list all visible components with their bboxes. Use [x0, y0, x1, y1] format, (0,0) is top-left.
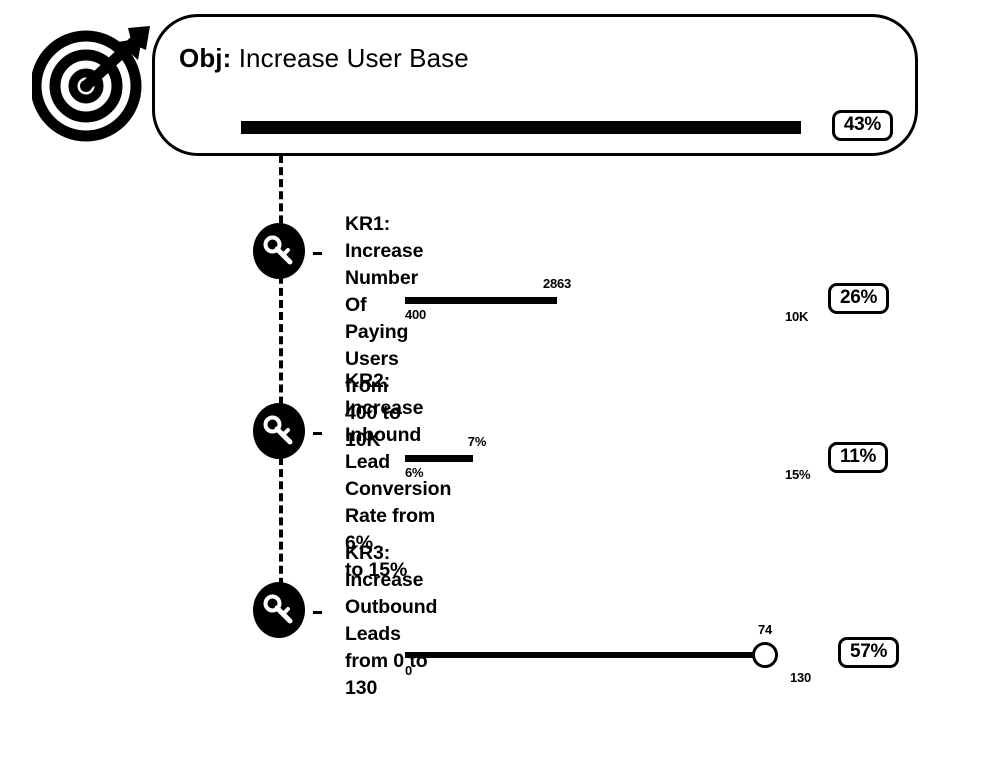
objective-label: Obj:: [179, 43, 232, 73]
kr2-key-node[interactable]: [253, 403, 322, 459]
kr2-label: KR2:: [345, 370, 391, 392]
kr2-end-label: 15%: [785, 467, 811, 482]
target-bullseye-icon: [30, 22, 152, 144]
kr1-node-dash: [313, 252, 322, 255]
kr2-progress-badge: 11%: [828, 442, 889, 473]
kr3-slider-track: [405, 652, 765, 658]
kr2-start-label: 6%: [405, 465, 424, 480]
key-icon: [262, 593, 296, 632]
kr3-slider-knob[interactable]: [752, 642, 778, 668]
kr3-progress-percent: 57%: [838, 637, 900, 668]
kr3-end-label: 130: [790, 670, 812, 685]
kr1-end-label: 10K: [785, 309, 809, 324]
kr2-title-text: Increase Inbound Lead Conversion Rate fr…: [345, 397, 452, 581]
kr3-start-label: 0: [405, 663, 413, 678]
kr1-progress-percent: 26%: [828, 283, 890, 314]
objective-progress-fill: [241, 121, 801, 134]
kr1-meter-fill: [405, 297, 557, 304]
key-icon: [262, 414, 296, 453]
kr3-meter-track: 74 0 130: [405, 622, 815, 685]
kr3-current-value: 74: [757, 622, 773, 637]
kr1-meter: 2863 400 10K: [405, 276, 815, 324]
kr2-meter-fill: [405, 455, 473, 462]
kr3-meter[interactable]: 74 0 130: [405, 622, 815, 685]
kr3-progress-badge: 57%: [838, 637, 900, 668]
connector-line: [279, 155, 283, 610]
kr1-key-node[interactable]: [253, 223, 322, 279]
objective-card[interactable]: Obj: Increase User Base 43%: [152, 14, 918, 156]
kr2-meter-track: 7% 6% 15%: [405, 434, 815, 482]
objective-progress-badge: 43%: [831, 110, 893, 141]
kr1-meter-track: 2863 400 10K: [405, 276, 815, 324]
objective-progress-bar: [241, 121, 801, 134]
kr2-progress-percent: 11%: [828, 442, 889, 473]
kr1-current-value: 2863: [542, 276, 572, 291]
kr2-title: KR2: Increase Inbound Lead Conversion Ra…: [345, 368, 451, 584]
kr3-title: KR3: Increase Outbound Leads from 0 to 1…: [345, 540, 437, 702]
kr1-progress-badge: 26%: [828, 283, 890, 314]
kr1-title-text: Increase Number Of Paying Users from 400…: [345, 240, 424, 451]
kr1-label: KR1:: [345, 213, 391, 235]
kr3-title-text: Increase Outbound Leads from 0 to 130: [345, 569, 438, 699]
kr2-node-dash: [313, 432, 322, 435]
kr2-meter: 7% 6% 15%: [405, 434, 815, 482]
kr1-start-label: 400: [405, 307, 427, 322]
objective-title: Obj: Increase User Base: [179, 43, 469, 74]
kr3-label: KR3:: [345, 542, 391, 564]
kr2-current-value: 7%: [467, 434, 487, 449]
kr3-node-dash: [313, 611, 322, 614]
objective-progress-percent: 43%: [831, 110, 893, 141]
kr3-key-node[interactable]: [253, 582, 322, 638]
objective-title-text: Increase User Base: [238, 43, 469, 73]
key-icon: [262, 234, 296, 273]
kr1-title: KR1: Increase Number Of Paying Users fro…: [345, 211, 423, 454]
